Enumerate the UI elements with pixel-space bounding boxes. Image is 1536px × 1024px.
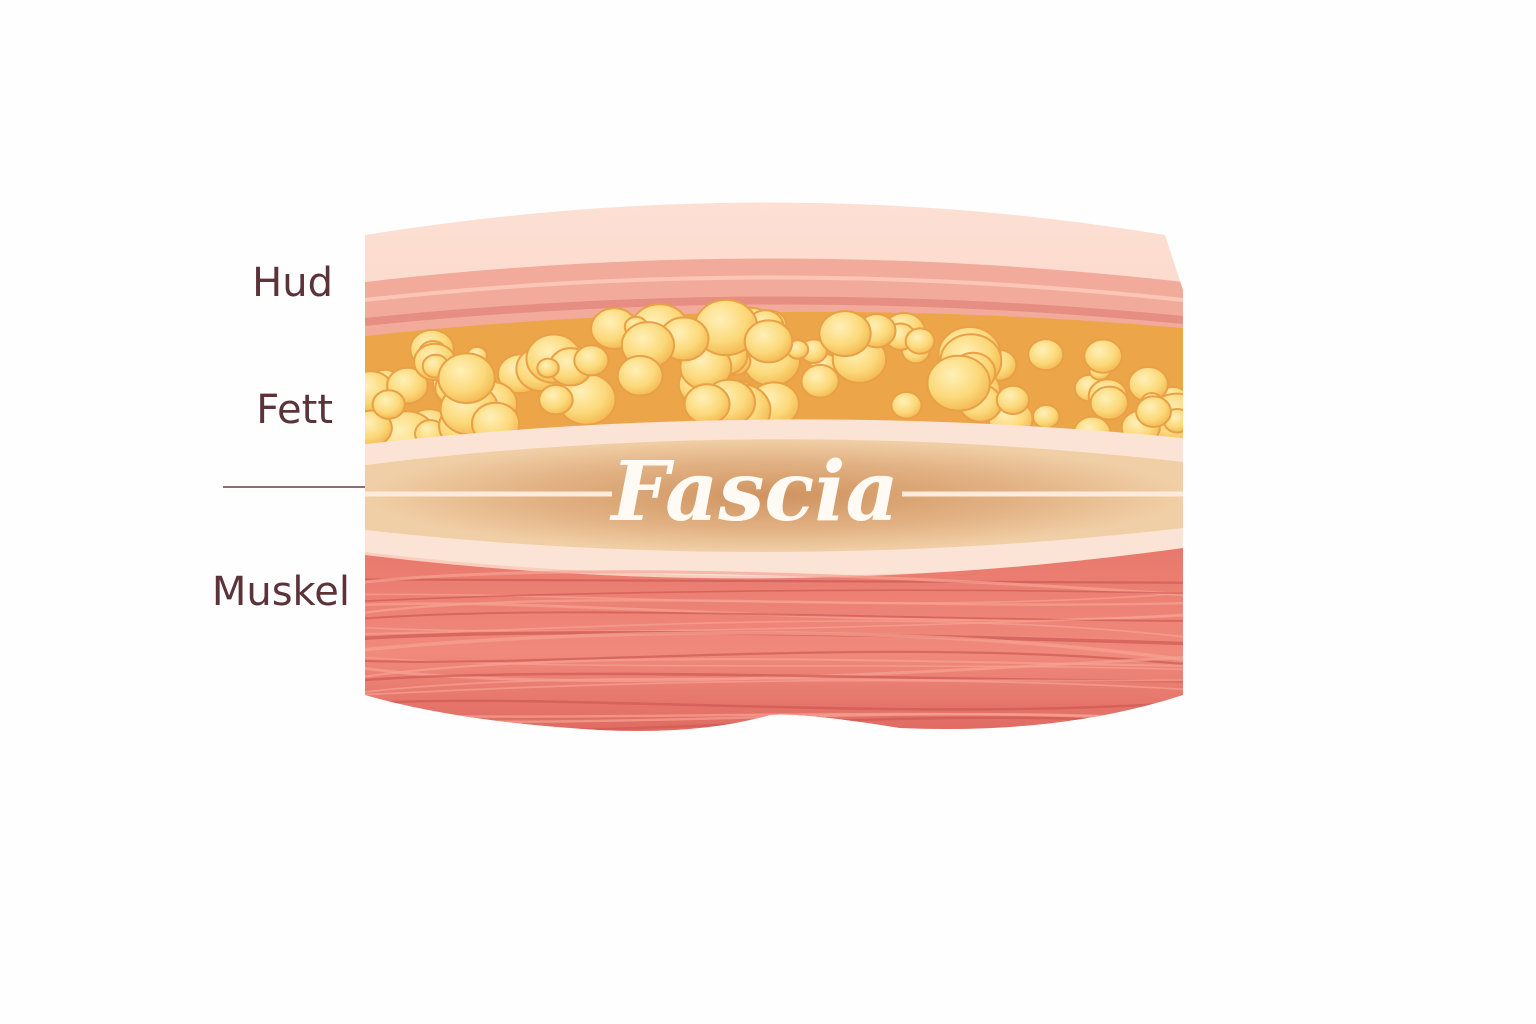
muscle-fiber	[365, 679, 1183, 696]
fat-cell	[616, 354, 664, 397]
fat-cell	[1031, 403, 1061, 430]
fat-cell	[1027, 338, 1065, 372]
skin-stripe	[365, 296, 1183, 326]
label-fat: Fett	[256, 387, 333, 433]
fat-cell	[800, 363, 840, 399]
muscle-fiber	[365, 614, 1183, 633]
fat-cell	[904, 327, 936, 355]
muscle-fiber	[365, 650, 1183, 666]
muscle-fiber	[365, 631, 1183, 663]
muscle-fiber	[365, 658, 1183, 679]
muscle-fiber	[365, 589, 1183, 603]
fat-cell	[1083, 338, 1124, 374]
muscle-fiber	[365, 578, 1183, 584]
fat-cell	[818, 310, 872, 358]
fat-cell	[890, 391, 923, 420]
fat-cell	[743, 319, 794, 364]
fat-cell	[371, 389, 406, 420]
fat-cells	[365, 298, 1183, 469]
skin-stripe	[365, 275, 1183, 302]
fat-cell	[683, 383, 731, 425]
fat-cell	[437, 352, 496, 404]
fat-cell	[1135, 395, 1172, 428]
muscle-fibers	[365, 570, 1183, 731]
fat-cell	[1089, 385, 1130, 421]
label-skin: Hud	[252, 260, 333, 306]
fat-cell	[926, 354, 991, 412]
muscle-fiber	[365, 699, 1183, 711]
muscle-fiber	[365, 620, 1183, 639]
muscle-fiber	[365, 599, 1183, 615]
fat-cell	[995, 384, 1031, 416]
muscle-fiber	[365, 677, 1183, 694]
fat-cell	[573, 344, 610, 377]
fat-cell	[538, 384, 574, 416]
muscle-fiber	[365, 570, 1183, 597]
fascia-band	[365, 439, 1183, 553]
label-muscle: Muskel	[212, 569, 350, 615]
fat-cell	[536, 357, 560, 379]
fascia-title: Fascia	[609, 444, 898, 540]
